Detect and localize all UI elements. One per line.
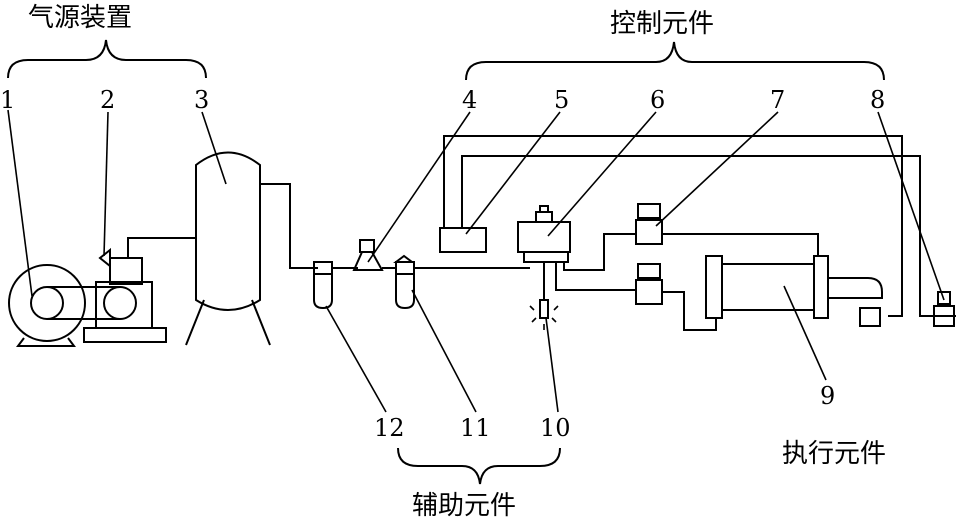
pressure-reducing-valve <box>393 254 530 310</box>
pneumatic-cylinder <box>705 255 883 327</box>
directional-valve <box>517 205 636 300</box>
label-air-source: 气源装置 <box>28 3 132 33</box>
air-tank <box>185 151 318 346</box>
callout-9: 9 <box>820 382 835 410</box>
lubricator <box>352 239 396 271</box>
label-actuator: 执行元件 <box>782 439 886 469</box>
brace-air-source <box>7 39 207 79</box>
callout-3: 3 <box>194 86 209 114</box>
air-compressor <box>47 237 196 343</box>
brace-auxiliary <box>397 447 561 485</box>
motor <box>8 264 86 347</box>
callout-7: 7 <box>770 86 785 114</box>
callout-10: 10 <box>540 414 571 442</box>
flow-control-valve-lower <box>635 263 717 331</box>
brace-control <box>465 41 885 81</box>
logic-controller <box>439 135 956 317</box>
label-control: 控制元件 <box>610 9 714 39</box>
limit-sensor <box>933 291 955 327</box>
leader-lines <box>7 109 945 413</box>
callout-11: 11 <box>460 414 491 442</box>
callout-5: 5 <box>554 86 569 114</box>
callout-12: 12 <box>374 414 405 442</box>
callout-6: 6 <box>650 86 665 114</box>
air-filter <box>313 261 358 310</box>
label-auxiliary: 辅助元件 <box>412 491 516 521</box>
silencer <box>529 299 559 330</box>
callout-4: 4 <box>462 86 477 114</box>
callout-2: 2 <box>100 86 115 114</box>
callout-8: 8 <box>870 86 885 114</box>
flow-control-valve-upper <box>635 203 819 256</box>
callout-1: 1 <box>0 86 15 114</box>
